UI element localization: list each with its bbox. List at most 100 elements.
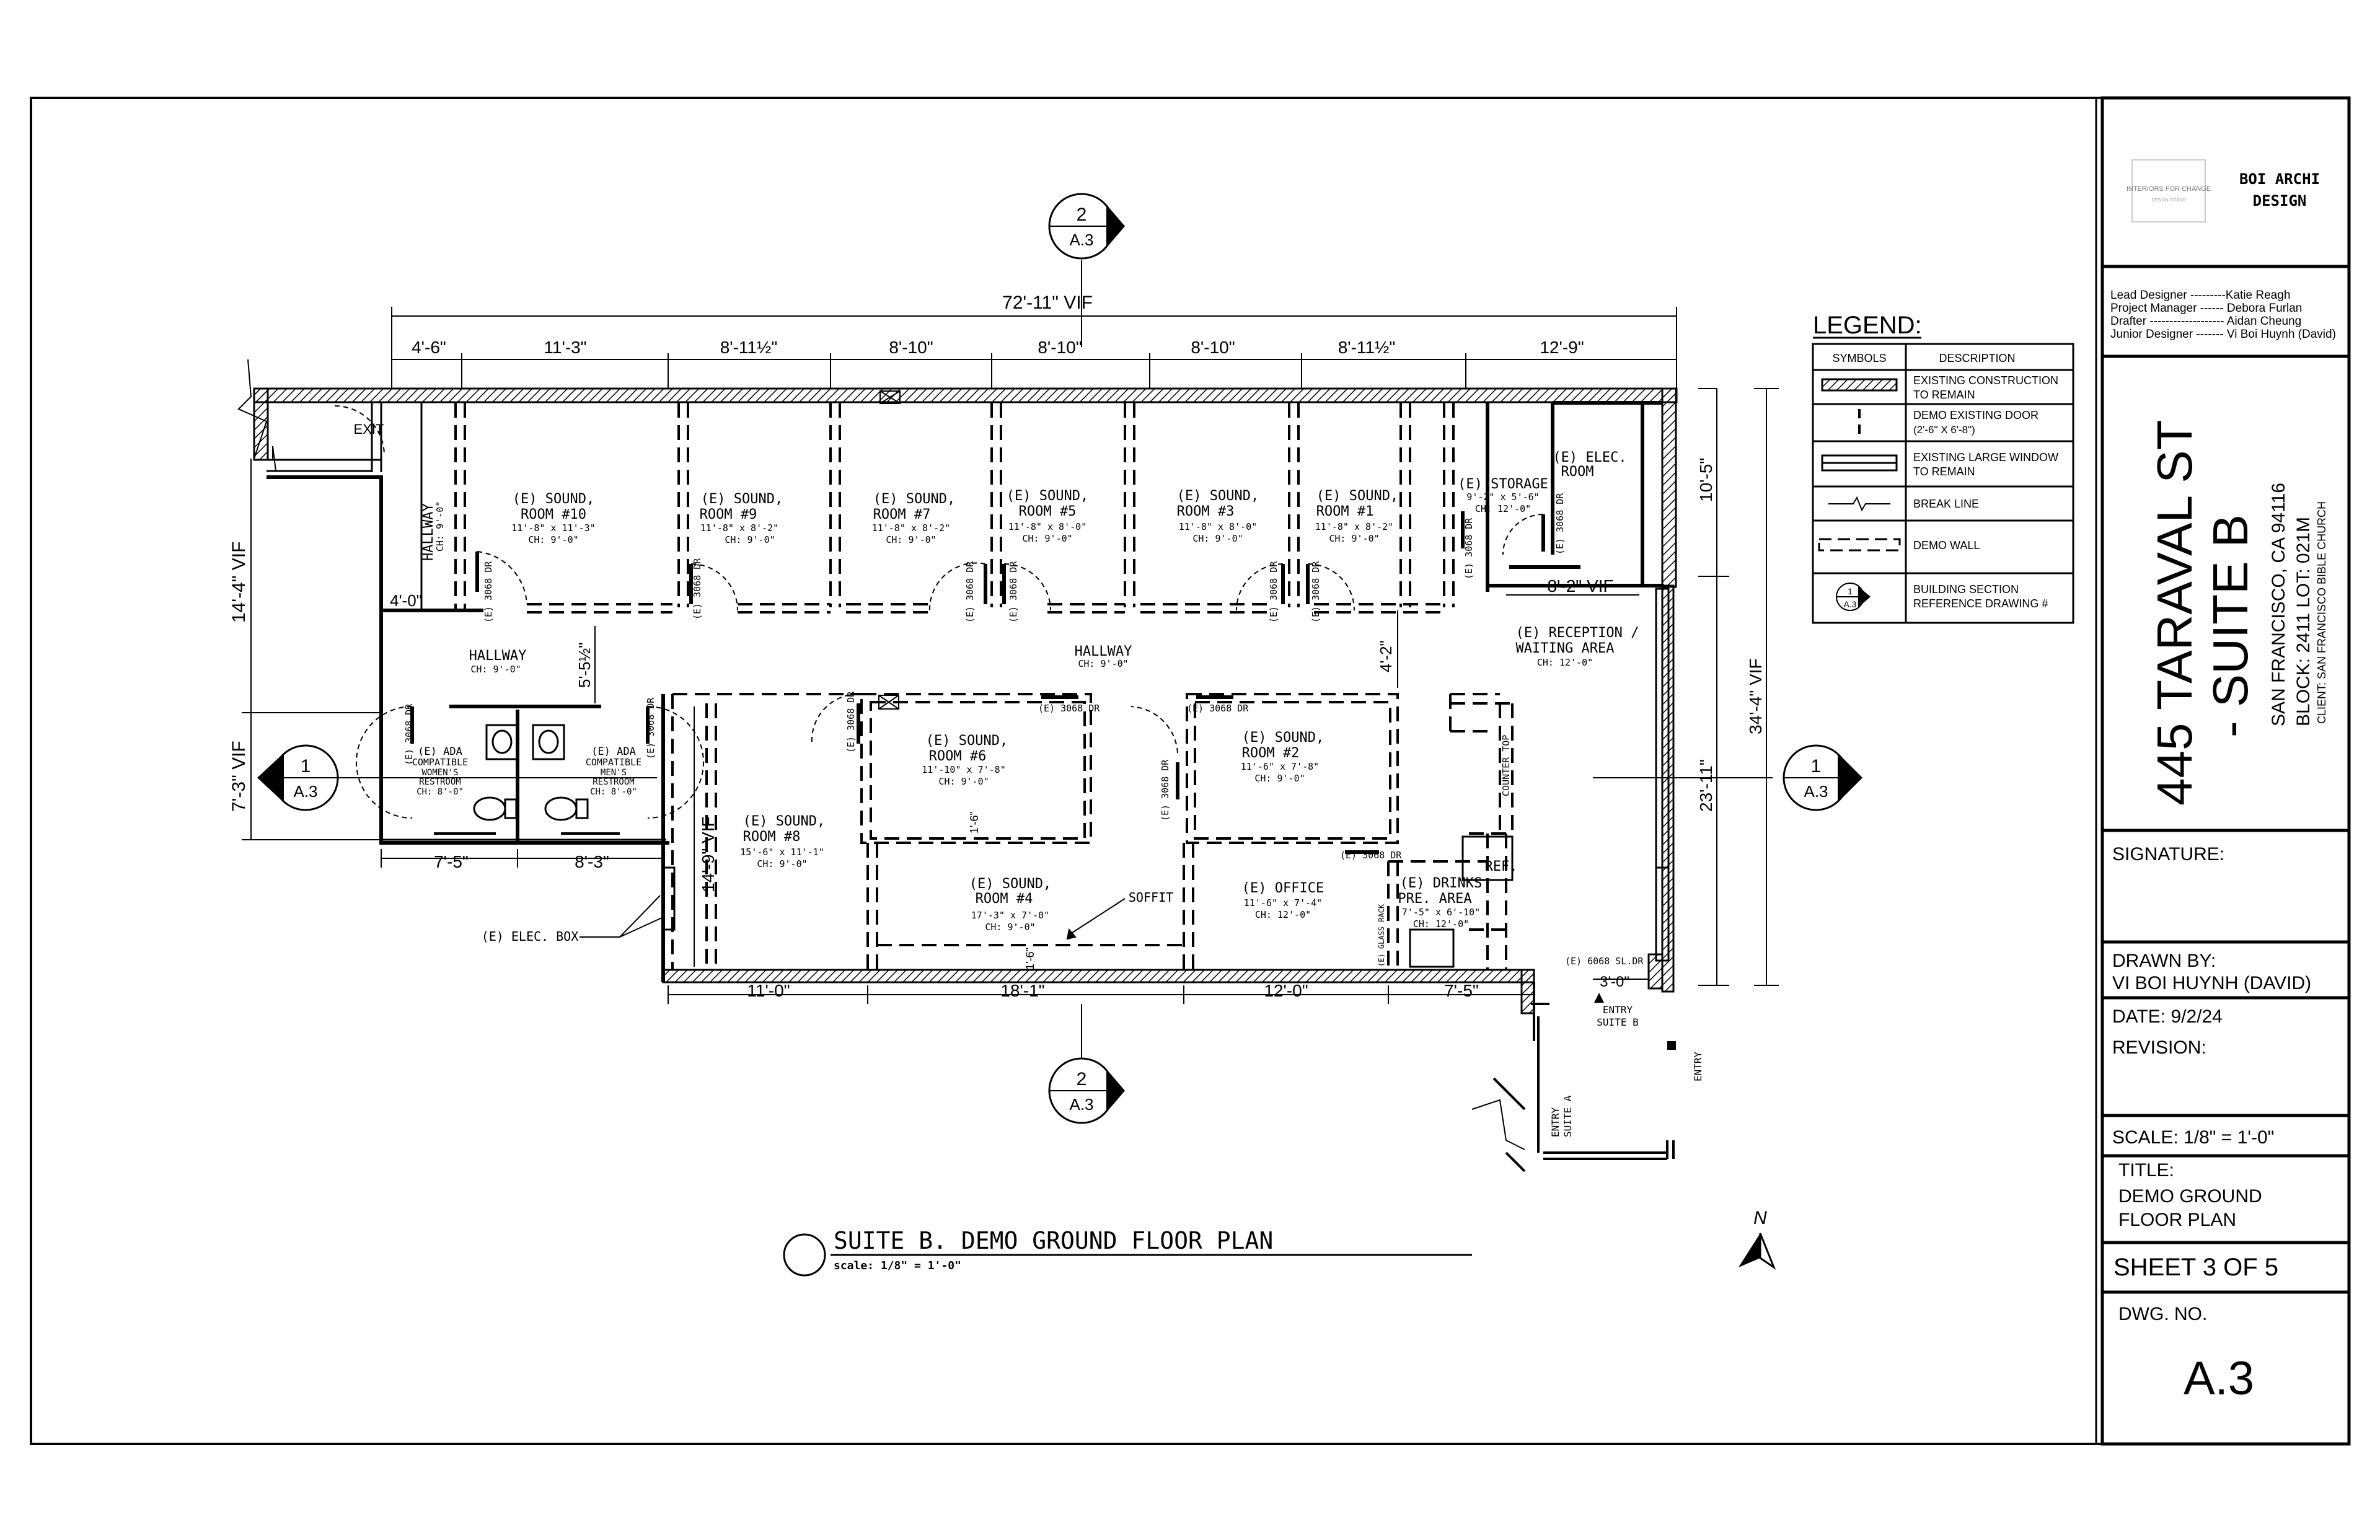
- dim-top-1: 4'-6": [412, 338, 446, 357]
- dim-top-5: 8'-10": [1038, 338, 1082, 357]
- legend-desc-2b: (2'-6" X 6'-8"): [1913, 424, 1975, 436]
- logo-subtext: DESIGN STUDIO: [2151, 198, 2186, 203]
- room10-size: 11'-8" x 11'-3": [511, 522, 595, 534]
- room1-name: (E) SOUND,: [1316, 488, 1398, 504]
- entry-marker: [1667, 1041, 1676, 1050]
- date-field: DATE: 9/2/24: [2112, 1006, 2223, 1027]
- door-swings: [334, 405, 1544, 819]
- section-bottom-sheet: A.3: [1069, 1095, 1093, 1114]
- section-cut-lines: [335, 260, 1773, 1060]
- hallway-vertical: HALLWAY: [421, 503, 436, 561]
- project-block-lot: BLOCK: 2411 LOT: 021M: [2293, 517, 2314, 726]
- door-tag-sliding: (E) 6068 SL.DR: [1565, 956, 1644, 967]
- entry-a-line1: ENTRY: [1549, 1107, 1561, 1137]
- exit-label: EXIT: [354, 421, 384, 437]
- dim-storage-8-2: 8'-2" VIF: [1547, 576, 1613, 596]
- door-tags: (E) 3068 DR (E) 3068 DR (E) 3068 DR (E) …: [403, 493, 1644, 967]
- hallway-center-ch: CH: 9'-0": [1078, 658, 1128, 669]
- dim-right-mid: 23'-11": [1696, 759, 1716, 812]
- mr-line2: COMPATIBLE: [586, 757, 641, 768]
- door-tag-room6: (E) 3068 DR: [845, 691, 857, 753]
- soffit-label: SOFFIT: [1129, 890, 1173, 905]
- drinks-ch: CH: 12'-0": [1413, 918, 1469, 930]
- elec-room-label-1: (E) ELEC.: [1553, 450, 1626, 465]
- room9-sub: ROOM #9: [700, 507, 757, 522]
- dim-top-6: 8'-10": [1191, 338, 1235, 357]
- legend-symbol-window: [1821, 454, 1898, 472]
- legend-desc-1b: TO REMAIN: [1913, 389, 1975, 401]
- section-right-num: 1: [1811, 756, 1822, 777]
- team-lead-designer: Lead Designer ---------Katie Reagh: [2110, 289, 2290, 302]
- project-client: CLIENT: SAN FRANCISCO BIBLE CHURCH: [2316, 501, 2328, 724]
- room-labels: (E) SOUND, ROOM #10 11'-8" x 11'-3" CH: …: [412, 477, 1639, 933]
- project-name-line2: - SUITE B: [2203, 514, 2258, 737]
- section-bubble-bottom: [1048, 1057, 1125, 1124]
- north-arrow: [1739, 1233, 1776, 1270]
- title-line1: DEMO GROUND: [2118, 1186, 2262, 1207]
- dim-restroom-1: 7'-5": [434, 852, 469, 871]
- dim-room8-14-9: 14'-9" VIF: [699, 816, 718, 892]
- dim-top-8: 12'-9": [1540, 338, 1584, 357]
- signature-label: SIGNATURE:: [2112, 844, 2224, 865]
- room5-name: (E) SOUND,: [1007, 488, 1088, 504]
- counter-top-label: COUNTER TOP: [1501, 735, 1512, 796]
- room5-size: 11'-8" x 8'-0": [1008, 521, 1086, 532]
- fridge: [1461, 835, 1514, 881]
- storage-ch: CH: 12'-0": [1475, 503, 1531, 514]
- ref-label: REF.: [1485, 859, 1518, 874]
- room1-ch: CH: 9'-0": [1329, 533, 1379, 544]
- reception-ch: CH: 12'-0": [1537, 657, 1593, 668]
- room9-size: 11'-8" x 8'-2": [700, 522, 778, 534]
- break-line-left-2: [272, 446, 276, 472]
- room7-ch: CH: 9'-0": [886, 534, 936, 545]
- elec-room-label-2: ROOM: [1561, 464, 1594, 480]
- drinks-name: (E) DRINKS: [1400, 876, 1482, 891]
- restroom-fixtures: [434, 724, 620, 835]
- dim-top-3: 8'-11½": [720, 338, 778, 357]
- legend-symbol-demo-wall: [1818, 538, 1901, 552]
- section-bubble-top: [1048, 193, 1125, 260]
- entry-b-line1: ENTRY: [1603, 1004, 1633, 1016]
- title-block-frame: [2100, 96, 2351, 1446]
- title-block-dividers: [2102, 265, 2349, 1294]
- north-label: N: [1753, 1208, 1767, 1228]
- room6-size: 11'-10" x 7'-8": [922, 764, 1005, 775]
- wr-line2: COMPATIBLE: [412, 757, 468, 768]
- drinks-size: 7'-5" x 6'-10": [1402, 907, 1480, 918]
- room2-size: 11'-6" x 7'-8": [1241, 761, 1319, 772]
- dimension-lines: [242, 307, 1779, 1004]
- door-tag-room1: (E) 3068 DR: [1310, 561, 1321, 623]
- break-line-bottom: [1471, 1099, 1525, 1150]
- wr-line1: (E) ADA: [418, 746, 462, 758]
- room6-name: (E) SOUND,: [926, 733, 1008, 749]
- title-label: TITLE:: [2118, 1160, 2174, 1181]
- room2-ch: CH: 9'-0": [1254, 773, 1305, 784]
- door-tag-room7: (E) 3068 DR: [964, 561, 976, 623]
- section-bottom-num: 2: [1077, 1069, 1087, 1089]
- elec-box-shape: [662, 866, 676, 931]
- legend-desc-4: BREAK LINE: [1913, 498, 1979, 510]
- mr-line1: (E) ADA: [591, 746, 636, 758]
- project-name-line1: 445 TARAVAL ST: [2147, 420, 2202, 806]
- plan-caption-scale: scale: 1/8" = 1'-0": [834, 1259, 961, 1272]
- dim-left-lower: 7'-3" VIF: [229, 741, 249, 812]
- dim-top-7: 8'-11½": [1338, 338, 1396, 357]
- dim-room6-1-6: 1'-6": [968, 811, 981, 834]
- dim-right-top: 10'-5": [1696, 458, 1716, 502]
- reception-name: (E) RECEPTION /: [1516, 625, 1639, 641]
- room7-size: 11'-8" x 8'-2": [872, 522, 950, 534]
- demo-doors: [410, 511, 1545, 854]
- room8-name: (E) SOUND,: [743, 814, 825, 829]
- dim-hall-5-5: 5'-5½": [575, 643, 594, 688]
- dim-overall-top: 72'-11" VIF: [1002, 293, 1093, 313]
- room5-sub: ROOM #5: [1019, 504, 1077, 519]
- section-left-num: 1: [301, 756, 311, 777]
- storage-size: 9'-2" x 5'-6": [1466, 491, 1539, 503]
- door-tag-room9: (E) 3068 DR: [692, 558, 703, 620]
- room3-size: 11'-8" x 8'-0": [1179, 521, 1257, 532]
- room3-name: (E) SOUND,: [1177, 488, 1259, 504]
- legend-symbol-break-line: [1828, 496, 1890, 512]
- project-address: SAN FRANCISCO, CA 94116: [2268, 483, 2289, 726]
- room4-size: 17'-3" x 7'-0": [971, 910, 1049, 921]
